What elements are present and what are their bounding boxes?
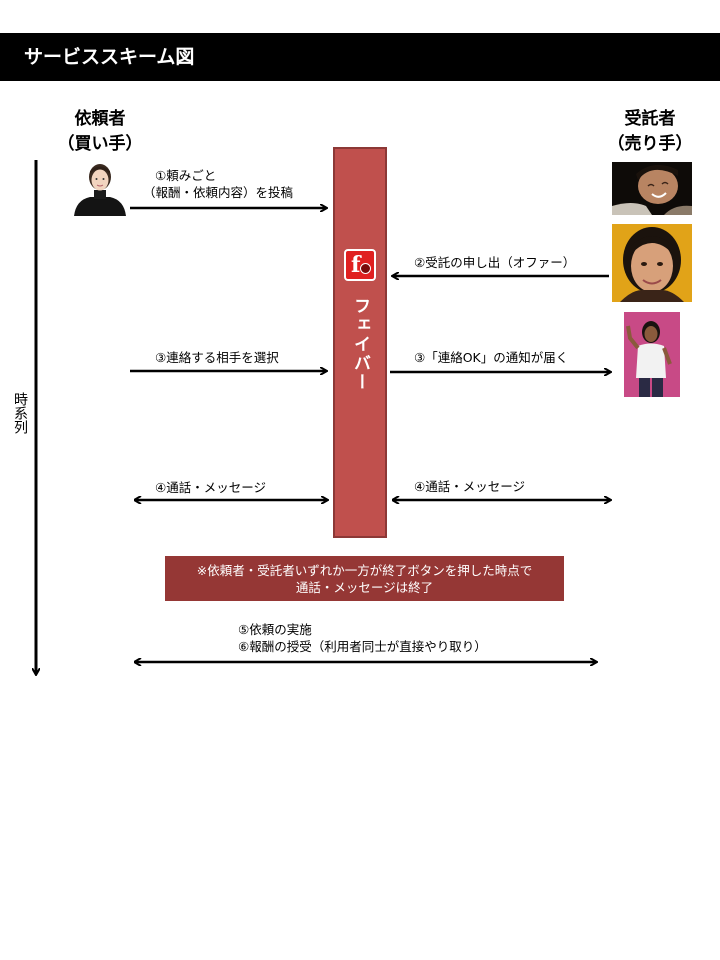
note-box: ※依頼者・受託者いずれか一方が終了ボタンを押した時点で 通話・メッセージは終了 (165, 556, 564, 601)
client-role: （買い手） (57, 134, 143, 154)
platform-logo: f (344, 249, 376, 281)
platform-bar: f フェイバー (333, 147, 387, 538)
step1-label-line2: （報酬・依頼内容）を投稿 (143, 185, 294, 200)
step3-right-label: ③「連絡OK」の通知が届く (414, 350, 569, 365)
step4-left-label: ④通話・メッセージ (155, 480, 266, 495)
title-bar: サービススキーム図 (0, 33, 720, 81)
client-avatar (72, 162, 128, 216)
platform-name: フェイバー (350, 297, 370, 392)
contractor-avatar-2 (612, 224, 692, 302)
step5-label: ⑤依頼の実施 (238, 622, 312, 637)
note-line-1: ※依頼者・受託者いずれか一方が終了ボタンを押した時点で (196, 563, 533, 578)
contractor-avatar-3 (624, 312, 680, 397)
step3-left-label: ③連絡する相手を選択 (155, 350, 279, 365)
contractor-avatar-1 (612, 162, 692, 215)
step4-right-label: ④通話・メッセージ (414, 479, 525, 494)
logo-letter: f (351, 252, 361, 278)
client-name: 依頼者 (74, 109, 126, 129)
step2-label: ②受託の申し出（オファー） (414, 255, 576, 270)
timeline-label: 時系列 (12, 392, 28, 434)
page-title: サービススキーム図 (24, 46, 195, 68)
contractor-role: （売り手） (607, 134, 693, 154)
step1-label-line1: ①頼みごと (155, 168, 217, 183)
cherry-icon (360, 263, 371, 274)
note-line-2: 通話・メッセージは終了 (295, 580, 434, 595)
step6-label: ⑥報酬の授受（利用者同士が直接やり取り） (238, 639, 487, 654)
contractor-name: 受託者 (624, 109, 676, 129)
